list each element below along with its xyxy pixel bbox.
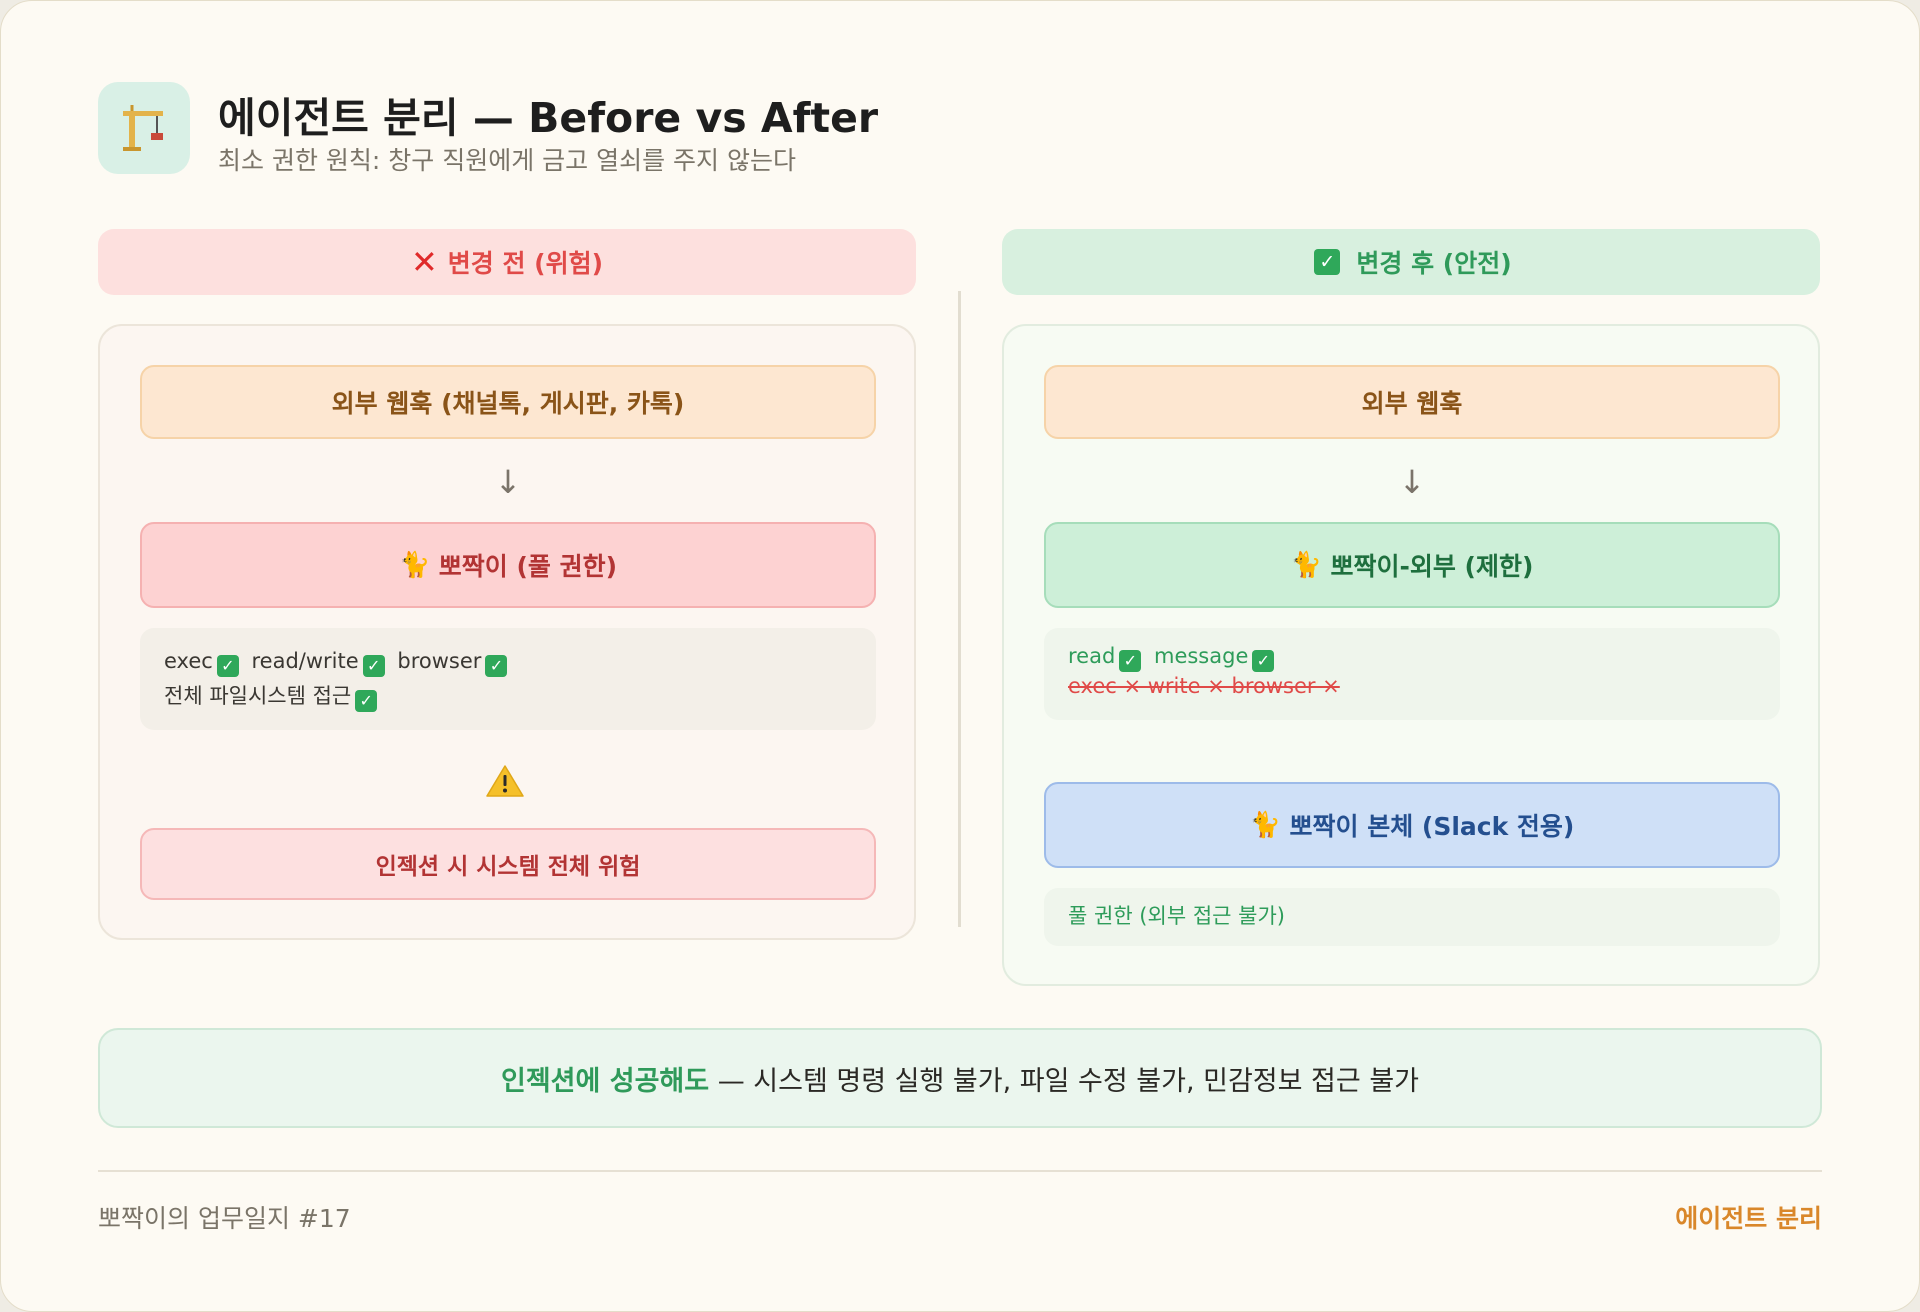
before-heading: ✕ 변경 전 (위험) <box>98 229 916 295</box>
footer-series: 뽀짝이의 업무일지 #17 <box>98 1204 351 1233</box>
main-agent-note-text: 풀 권한 (외부 접근 불가) <box>1068 904 1285 928</box>
perm-filesystem: 전체 파일시스템 접근 <box>164 684 352 708</box>
before-agent-box: 🐈 뽀짝이 (풀 권한) <box>140 522 876 608</box>
page-subtitle: 최소 권한 원칙: 창구 직원에게 금고 열쇠를 주지 않는다 <box>218 146 796 175</box>
footer-tag: 에이전트 분리 <box>1675 1204 1822 1233</box>
after-agent-label: 뽀짝이-외부 (제한) <box>1330 552 1534 581</box>
before-agent-label: 뽀짝이 (풀 권한) <box>438 552 618 581</box>
before-permissions: exec✓ read/write✓ browser✓ 전체 파일시스템 접근✓ <box>140 628 876 730</box>
before-permission-row: 전체 파일시스템 접근✓ <box>164 679 852 714</box>
crane-icon <box>98 82 190 174</box>
main-agent-box: 🐈 뽀짝이 본체 (Slack 전용) <box>1044 782 1780 868</box>
main-agent-label: 뽀짝이 본체 (Slack 전용) <box>1289 812 1575 841</box>
check-mark-icon: ✓ <box>216 655 239 677</box>
check-mark-icon: ✓ <box>1252 650 1275 672</box>
footer-divider <box>98 1170 1822 1172</box>
after-heading: ✓ 변경 후 (안전) <box>1002 229 1820 295</box>
black-cat-icon: 🐈 <box>1290 550 1322 579</box>
after-permissions: read✓ message✓ exec × write × browser × <box>1044 628 1780 720</box>
check-mark-icon: ✓ <box>485 655 508 677</box>
perm-readwrite: read/write <box>251 649 359 673</box>
black-cat-icon: 🐈 <box>1249 810 1281 839</box>
black-cat-icon: 🐈 <box>398 550 431 579</box>
cross-mark-icon: ✕ <box>410 243 438 281</box>
before-webhook-box: 외부 웹훅 (채널톡, 게시판, 카톡) <box>140 365 876 439</box>
page-title: 에이전트 분리 — Before vs After <box>218 94 879 142</box>
before-risk-box: 인젝션 시 시스템 전체 위험 <box>140 828 876 900</box>
denied-permissions: exec × write × browser × <box>1068 674 1340 698</box>
after-webhook-label: 외부 웹훅 <box>1361 389 1463 418</box>
banner-emphasis: 인젝션에 성공해도 <box>500 1065 710 1097</box>
after-agent-box: 🐈 뽀짝이-외부 (제한) <box>1044 522 1780 608</box>
warning-icon <box>486 765 524 797</box>
check-mark-icon: ✓ <box>355 690 378 712</box>
before-heading-label: 변경 전 (위험) <box>447 249 604 278</box>
perm-message: message <box>1153 644 1249 668</box>
after-webhook-box: 외부 웹훅 <box>1044 365 1780 439</box>
perm-browser: browser <box>397 649 482 673</box>
after-heading-label: 변경 후 (안전) <box>1356 249 1512 278</box>
before-permission-row: exec✓ read/write✓ browser✓ <box>164 644 852 679</box>
check-mark-icon: ✓ <box>362 655 385 677</box>
after-permission-row: read✓ message✓ <box>1068 642 1756 672</box>
summary-banner: 인젝션에 성공해도 — 시스템 명령 실행 불가, 파일 수정 불가, 민감정보… <box>98 1028 1822 1128</box>
check-mark-icon: ✓ <box>1119 650 1142 672</box>
before-webhook-label: 외부 웹훅 (채널톡, 게시판, 카톡) <box>331 389 685 418</box>
banner-text: — 시스템 명령 실행 불가, 파일 수정 불가, 민감정보 접근 불가 <box>709 1065 1420 1097</box>
check-mark-icon: ✓ <box>1314 249 1341 275</box>
arrow-down-icon: ↓ <box>1398 463 1426 501</box>
column-divider <box>958 291 961 927</box>
arrow-down-icon: ↓ <box>494 463 522 501</box>
perm-exec: exec <box>164 649 213 673</box>
perm-read: read <box>1068 644 1116 668</box>
main-agent-note: 풀 권한 (외부 접근 불가) <box>1044 888 1780 946</box>
before-risk-label: 인젝션 시 시스템 전체 위험 <box>375 854 641 880</box>
